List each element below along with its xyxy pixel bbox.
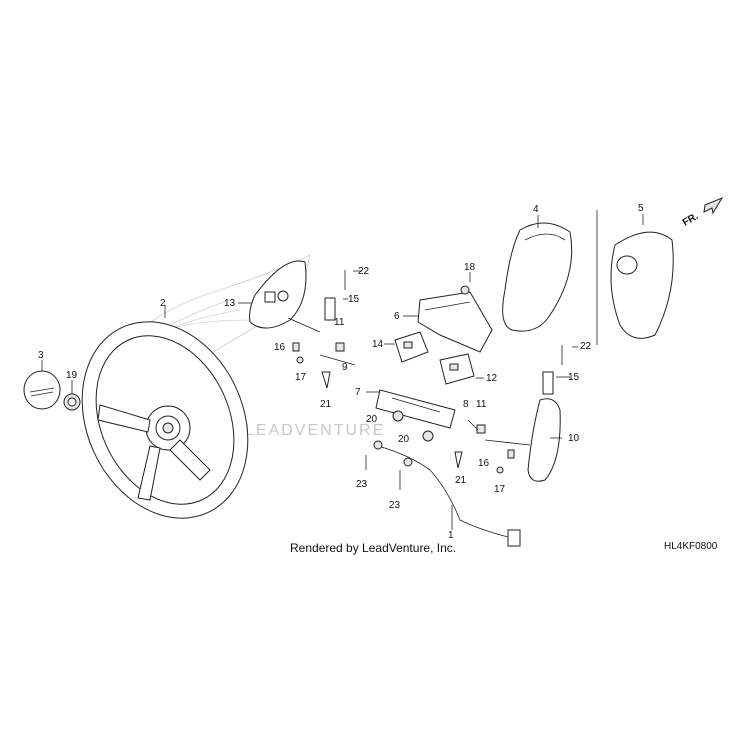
callout-10: 10 <box>568 433 580 444</box>
emblem-cap <box>23 370 61 410</box>
callout-22-top: 22 <box>358 266 370 277</box>
callout-1: 1 <box>448 530 454 541</box>
clips-and-springs <box>292 342 515 474</box>
callout-23-left: 23 <box>356 479 368 490</box>
callout-20-bottom: 20 <box>398 434 410 445</box>
cover-upper <box>502 222 573 332</box>
callout-15-top: 15 <box>348 294 360 305</box>
callout-20-top: 20 <box>366 414 378 425</box>
callout-11-top: 11 <box>334 317 345 328</box>
front-direction-indicator: FR. <box>681 196 724 229</box>
callout-7: 7 <box>355 387 361 398</box>
bracket <box>375 389 456 429</box>
callout-13: 13 <box>224 298 236 309</box>
callout-21-right: 21 <box>455 475 467 486</box>
callout-22-bottom: 22 <box>580 341 592 352</box>
callout-3: 3 <box>38 350 44 361</box>
callout-4: 4 <box>533 204 539 215</box>
callout-17-left: 17 <box>295 372 307 383</box>
paddle-shift-left <box>249 260 321 333</box>
callout-9: 9 <box>342 362 348 373</box>
callout-11-bottom: 11 <box>476 399 487 410</box>
switch-cover <box>417 291 493 353</box>
watermark: LEADVENTURE <box>245 422 385 439</box>
nut <box>63 393 81 411</box>
callout-labels: 2 3 19 4 5 22 18 15 13 6 11 16 14 9 17 1… <box>38 203 644 541</box>
callout-2: 2 <box>160 298 166 309</box>
callout-16-left: 16 <box>274 342 286 353</box>
callout-18: 18 <box>464 262 476 273</box>
switch-left <box>394 331 429 363</box>
rendered-by-caption: Rendered by LeadVenture, Inc. <box>290 541 456 555</box>
callout-12: 12 <box>486 373 498 384</box>
callout-8: 8 <box>463 399 469 410</box>
callout-19: 19 <box>66 370 78 381</box>
paddle-shift-right <box>484 398 561 482</box>
wire-harness <box>373 440 521 547</box>
callout-14: 14 <box>372 339 384 350</box>
callout-5: 5 <box>638 203 644 214</box>
callout-21-left: 21 <box>320 399 332 410</box>
switch-right <box>439 353 475 385</box>
callout-23-bottom: 23 <box>389 500 401 511</box>
callout-16-right: 16 <box>478 458 490 469</box>
front-direction-label: FR. <box>681 211 701 229</box>
column-cover-box <box>596 210 674 345</box>
callout-15-bottom: 15 <box>568 372 580 383</box>
callout-6: 6 <box>394 311 400 322</box>
diagram-code: HL4KF0800 <box>664 541 718 552</box>
leader-lines <box>41 214 644 530</box>
steering-wheel <box>81 321 249 519</box>
callout-17-right: 17 <box>494 484 506 495</box>
bolts <box>324 270 563 490</box>
